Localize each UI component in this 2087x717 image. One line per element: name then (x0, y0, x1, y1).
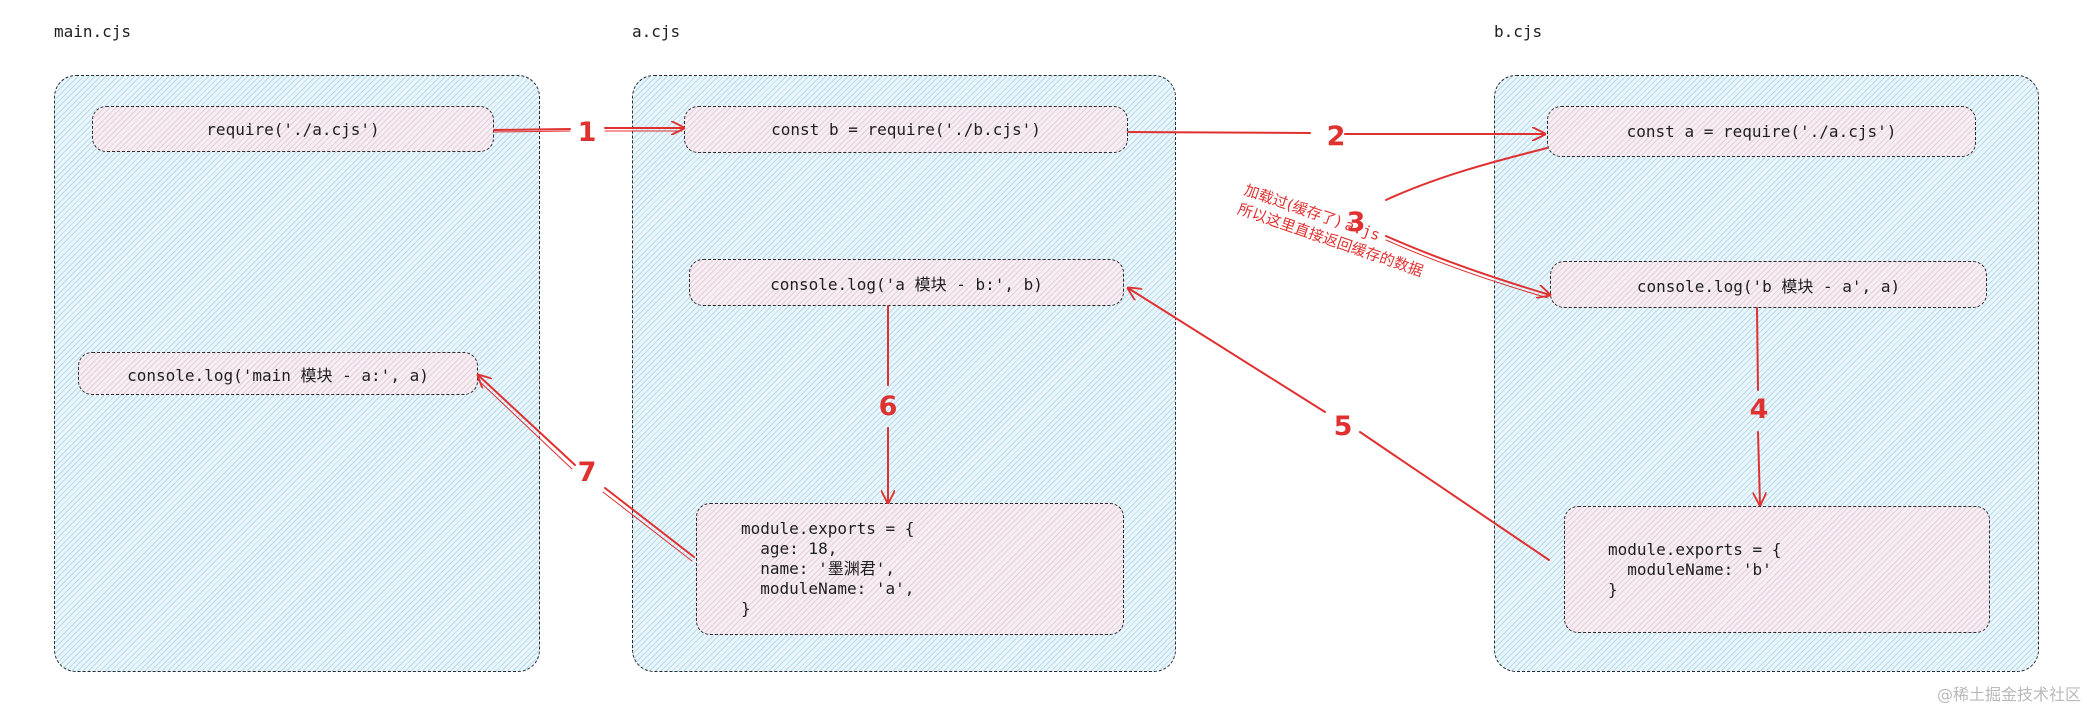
arrow-step-3 (1385, 235, 1550, 295)
arrow-step-7b (478, 375, 576, 466)
b-exports-box: module.exports = { moduleName: 'b'} (1564, 506, 1990, 633)
main-file-label: main.cjs (54, 22, 132, 41)
a-exports-box: module.exports = { age: 18, name: '墨渊君',… (696, 503, 1124, 635)
b-require-box: const a = require('./a.cjs') (1547, 106, 1976, 157)
step-label-2: 2 (1327, 121, 1346, 152)
b-exports-lines: module.exports = { moduleName: 'b'} (1608, 540, 1781, 600)
b-file-label: b.cjs (1494, 22, 1543, 41)
step-label-7: 7 (578, 457, 597, 488)
step-label-4: 4 (1750, 394, 1769, 425)
b-exports-line: moduleName: 'b' (1608, 559, 1772, 579)
watermark: @稀土掘金技术社区 (1936, 685, 2081, 704)
a-file-label: a.cjs (632, 22, 681, 41)
arrow-step-7 (604, 487, 695, 558)
b-log-box: console.log('b 模块 - a', a) (1550, 261, 1987, 308)
a-exports-lines: module.exports = { age: 18, name: '墨渊君',… (741, 519, 914, 619)
arrow-step-5 (1359, 431, 1550, 561)
step-label-1: 1 (578, 117, 597, 148)
a-exports-line: module.exports = { (741, 519, 915, 538)
a-exports-line: name: '墨渊君', (741, 559, 895, 578)
arrow-step-1 (493, 128, 571, 131)
step-label-5: 5 (1334, 411, 1353, 442)
arrow-step-4 (1756, 307, 1759, 391)
main-log-box: console.log('main 模块 - a:', a) (78, 352, 478, 395)
arrow-step-3-curve (1385, 147, 1548, 201)
main-require-box: require('./a.cjs') (92, 106, 494, 152)
arrow-step-2 (1127, 131, 1311, 134)
a-log-box: console.log('a 模块 - b:', b) (689, 259, 1124, 306)
step-label-6: 6 (879, 391, 898, 422)
a-exports-line: moduleName: 'a', (741, 579, 915, 598)
arrow-step-5b (1128, 288, 1326, 413)
b-exports-line: } (1608, 579, 1618, 599)
a-require-box: const b = require('./b.cjs') (684, 106, 1128, 153)
b-exports-line: module.exports = { (1608, 539, 1782, 559)
a-exports-line: age: 18, (741, 539, 838, 558)
step-label-3: 3 (1347, 207, 1366, 238)
arrow-step-4b (1758, 431, 1760, 505)
a-exports-line: } (741, 599, 751, 618)
